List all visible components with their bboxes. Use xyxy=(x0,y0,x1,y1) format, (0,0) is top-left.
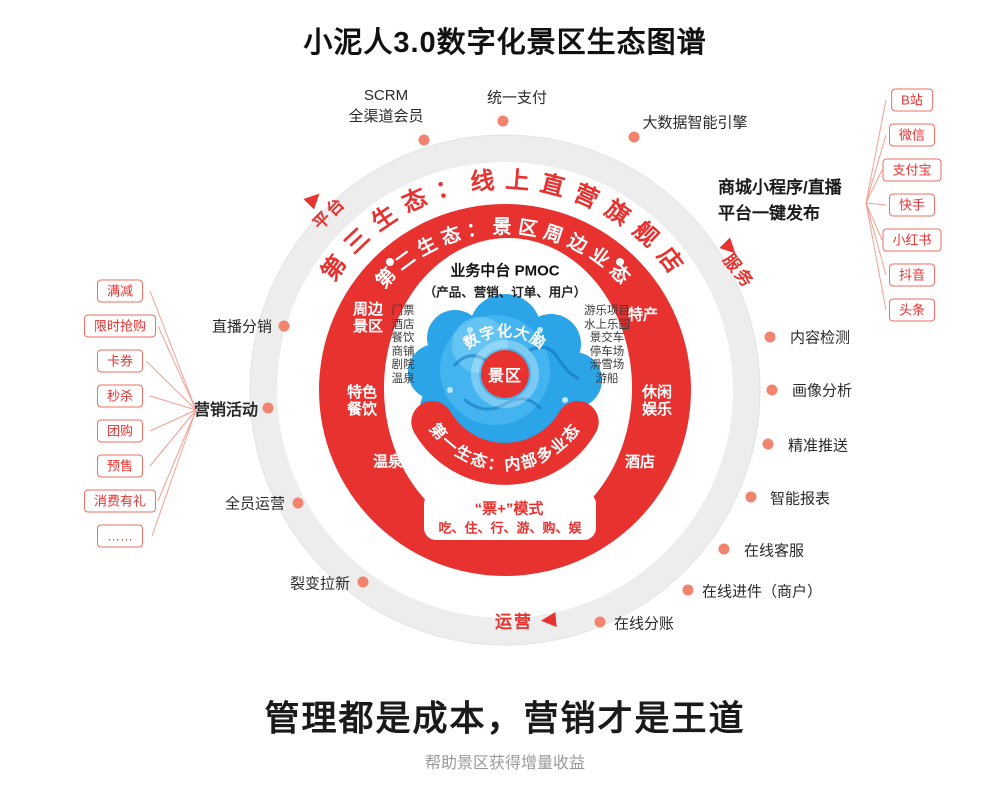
connector-dot xyxy=(292,497,304,509)
label-online-service: 在线客服 xyxy=(744,542,805,560)
internal-left-list: 门票 酒店 餐饮 商铺 剧院 温泉 xyxy=(392,305,415,386)
label-content-check: 内容检测 xyxy=(790,329,851,347)
channel-box: 快手 xyxy=(888,193,936,217)
ring-item-specialty: 特产 xyxy=(627,306,659,324)
marketing-tool-box: 预售 xyxy=(96,454,144,478)
first-ecosystem-band xyxy=(411,401,599,485)
connector-dot xyxy=(497,115,509,127)
label-scrm-line2: 全渠道会员 xyxy=(348,108,424,125)
internal-item: 滑雪场 xyxy=(589,359,625,371)
internal-item: 温泉 xyxy=(391,372,415,385)
label-smart-report: 智能报表 xyxy=(770,490,831,508)
connector-dots xyxy=(262,115,778,628)
ring-item-featured-dining: 特色餐饮 xyxy=(346,384,377,418)
internal-item: 商铺 xyxy=(391,345,415,358)
connector-dot xyxy=(682,584,694,596)
label-portrait-analysis: 画像分析 xyxy=(792,382,853,400)
bottom-subtitle: 帮助景区获得增量收益 xyxy=(424,755,586,772)
page-title: 小泥人3.0数字化景区生态图谱 xyxy=(303,27,707,59)
label-live-distribution: 直播分销 xyxy=(211,318,272,336)
arc-end-dot xyxy=(386,258,394,266)
connector-dot xyxy=(418,134,430,146)
internal-item: 停车场 xyxy=(589,345,625,358)
marketing-connector-fan xyxy=(145,290,197,537)
marketing-tool-box: 团购 xyxy=(96,419,144,443)
label-scrm: SCRM 全渠道会员 xyxy=(348,85,423,127)
ticket-mode-banner xyxy=(424,492,596,540)
label-online-split: 在线分账 xyxy=(614,615,675,633)
marketing-tool-box: 卡券 xyxy=(96,349,144,373)
internal-item: 游乐项目 xyxy=(584,305,630,317)
connector-dot xyxy=(357,576,369,588)
label-publish-line2: 平台一键发布 xyxy=(718,204,820,223)
channels-connector-fan xyxy=(865,99,887,311)
arc-end-dot xyxy=(616,258,624,266)
platform-middle-title: 业务中台 PMOC xyxy=(450,262,560,280)
internal-item: 水上乐园 xyxy=(584,318,630,331)
core-circle xyxy=(481,350,529,398)
internal-item: 游船 xyxy=(595,372,619,385)
core-glow-ring xyxy=(471,340,539,408)
connector-dot xyxy=(278,320,290,332)
label-publish-block: 商城小程序/直播 平台一键发布 xyxy=(718,175,842,227)
internal-item: 剧院 xyxy=(391,359,415,371)
ring-item-hot-spring: 温泉 xyxy=(372,453,404,471)
connector-dot xyxy=(745,491,757,503)
marketing-tool-box: 满减 xyxy=(96,279,144,303)
operation-arrow-icon xyxy=(541,612,557,627)
channel-box: 小红书 xyxy=(882,228,942,252)
connector-dot xyxy=(764,331,776,343)
internal-right-list: 游乐项目 水上乐园 景交车 停车场 滑雪场 游船 xyxy=(584,305,630,386)
label-all-staff-operation: 全员运营 xyxy=(224,495,285,513)
connector-dot xyxy=(718,543,730,555)
connector-dot xyxy=(594,616,606,628)
axis-operation-label: 运营 xyxy=(495,612,533,632)
ring-item-leisure: 休闲娱乐 xyxy=(641,384,672,418)
connector-dot xyxy=(628,131,640,143)
ring-item-around-scenic: 周边景区 xyxy=(352,301,383,335)
label-publish-line1: 商城小程序/直播 xyxy=(718,178,842,197)
bottom-slogan: 管理都是成本，营销才是王道 xyxy=(264,699,746,739)
marketing-tool-box: …… xyxy=(97,524,143,548)
platform-arrow-icon xyxy=(303,193,320,210)
internal-item: 门票 xyxy=(391,305,415,317)
core-scenic-label: 景区 xyxy=(487,368,523,385)
channel-box: B站 xyxy=(891,88,933,112)
platform-middle-subtitle: （产品、营销、订单、用户） xyxy=(423,285,587,300)
ticket-scenes-label: 吃、住、行、游、购、娱 xyxy=(438,520,582,536)
label-precise-push: 精准推送 xyxy=(788,437,849,455)
label-scrm-line1: SCRM xyxy=(363,87,409,104)
label-unified-pay: 统一支付 xyxy=(486,89,548,107)
connector-dot xyxy=(762,438,774,450)
connector-dot xyxy=(262,402,274,414)
channel-box: 抖音 xyxy=(888,263,936,287)
channel-box: 支付宝 xyxy=(882,158,942,182)
marketing-tool-box: 限时抢购 xyxy=(83,314,157,338)
ring-item-hotel: 酒店 xyxy=(624,453,656,471)
marketing-tool-box: 消费有礼 xyxy=(83,489,157,513)
internal-item: 酒店 xyxy=(391,318,415,331)
label-fission-growth: 裂变拉新 xyxy=(289,575,350,593)
label-online-merchant: 在线进件（商户） xyxy=(702,583,823,601)
channel-box: 头条 xyxy=(888,298,936,322)
marketing-tool-box: 秒杀 xyxy=(96,384,144,408)
internal-item: 景交车 xyxy=(589,332,625,344)
channel-box: 微信 xyxy=(888,123,936,147)
internal-item: 餐饮 xyxy=(391,332,415,344)
label-bigdata-engine: 大数据智能引擎 xyxy=(642,114,748,132)
ticket-mode-label: “票+”模式 xyxy=(474,500,544,518)
connector-dot xyxy=(766,384,778,396)
brain-nodes xyxy=(447,327,568,403)
label-marketing-campaign: 营销活动 xyxy=(193,402,258,419)
